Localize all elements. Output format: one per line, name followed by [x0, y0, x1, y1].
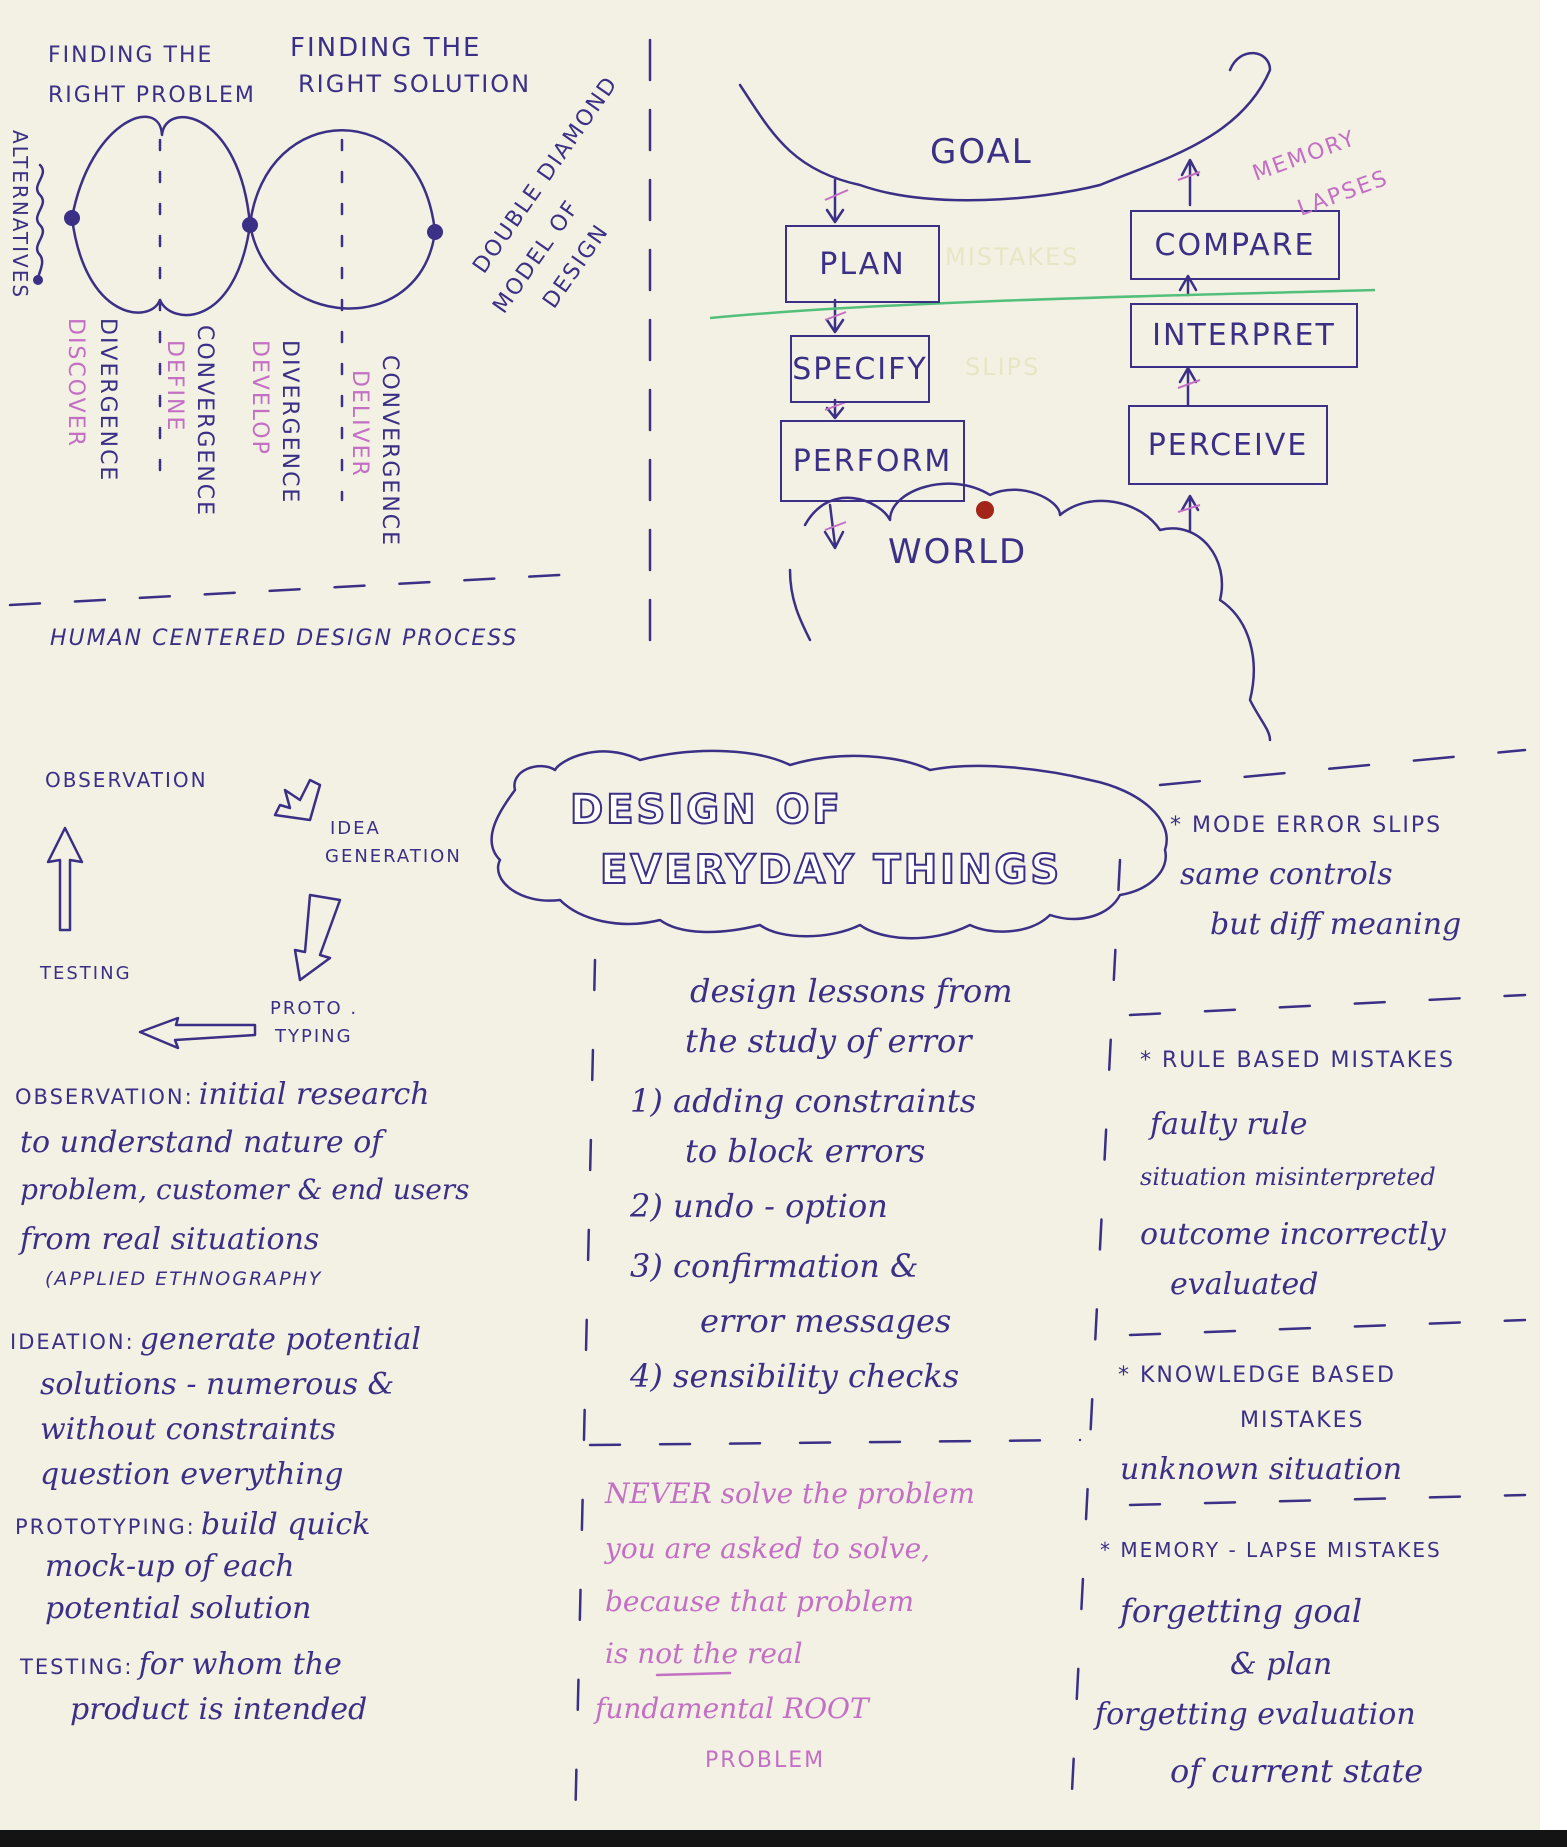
error-rule-item3-cont: evaluated	[1170, 1267, 1319, 1302]
phase-1-label: DIVERGENCE	[95, 318, 120, 483]
alternatives-squiggle	[35, 163, 45, 280]
lesson-2: 2) undo - option	[630, 1187, 888, 1225]
step-perform: PERFORM	[780, 420, 965, 502]
hcd-idea-line1: IDEA	[330, 818, 381, 839]
problem-heading-line2: RIGHT PROBLEM	[48, 83, 256, 108]
step-interpret: INTERPRET	[1130, 303, 1358, 368]
diamond-solution-outline	[248, 129, 437, 310]
error-mode-item2: but diff meaning	[1210, 907, 1462, 942]
note-prototyping-line1: build quick	[200, 1507, 371, 1542]
note-observation-line5: (APPLIED ETHNOGRAPHY	[45, 1268, 323, 1290]
error-mode-title: * MODE ERROR SLIPS	[1170, 813, 1443, 838]
note-observation-line4: from real situations	[20, 1222, 320, 1257]
sketch-lines	[8, 38, 1527, 1830]
world-label: WORLD	[888, 532, 1028, 572]
alternatives-label: ALTERNATIVES	[8, 130, 32, 300]
arrow-idea-to-prototyping	[293, 893, 342, 982]
mistakes-faint-label: MISTAKES	[945, 243, 1080, 271]
main-title-line1: DESIGN OF	[569, 787, 843, 833]
never-note-line6: PROBLEM	[705, 1748, 826, 1773]
problem-heading-line1: FINDING THE	[48, 43, 214, 68]
title-cloud	[490, 749, 1168, 940]
note-observation-line1: initial research	[198, 1077, 430, 1112]
goal-cloud	[738, 51, 1272, 202]
note-testing-line2: product is intended	[70, 1692, 368, 1727]
solution-heading-line2: RIGHT SOLUTION	[298, 70, 532, 98]
lesson-3-cont: error messages	[700, 1302, 952, 1340]
never-note-line3: because that problem	[605, 1585, 915, 1618]
arrow-testing-to-observation	[46, 826, 84, 932]
arrow-observation-to-idea	[273, 778, 322, 822]
hcd-title: HUMAN CENTERED DESIGN PROCESS	[50, 626, 519, 651]
lesson-4: 4) sensibility checks	[630, 1357, 960, 1395]
goal-label: GOAL	[930, 132, 1033, 172]
error-rule-item1: faulty rule	[1150, 1107, 1308, 1142]
never-note-line1: NEVER solve the problem	[605, 1477, 975, 1510]
phase-4-label: CONVERGENCE	[377, 355, 402, 548]
phase-3-sub: DEVELOP	[247, 340, 272, 456]
error-knowledge-title2: MISTAKES	[1240, 1408, 1365, 1433]
hcd-testing: TESTING	[40, 963, 132, 984]
never-note-line5: fundamental ROOT	[595, 1692, 869, 1725]
error-memory-title: * MEMORY - LAPSE MISTAKES	[1100, 1538, 1442, 1562]
error-knowledge-item1: unknown situation	[1120, 1452, 1403, 1487]
lesson-3: 3) confirmation &	[630, 1247, 919, 1285]
note-testing-label: TESTING:	[20, 1655, 134, 1679]
step-perceive: PERCEIVE	[1128, 405, 1328, 485]
note-ideation-line2: solutions - numerous &	[40, 1367, 395, 1402]
hcd-proto-line1: PROTO .	[270, 998, 359, 1019]
slips-faint-label: SLIPS	[965, 353, 1041, 381]
red-dot	[976, 501, 994, 519]
never-note-line2: you are asked to solve,	[605, 1532, 931, 1565]
scan-bottom-border	[0, 1830, 1567, 1847]
step-plan: PLAN	[785, 225, 940, 303]
note-ideation-line1: generate potential	[139, 1322, 421, 1357]
note-observation-line2: to understand nature of	[20, 1125, 383, 1160]
error-memory-item1: forgetting goal	[1120, 1592, 1363, 1630]
arrow-prototyping-to-testing	[138, 1016, 257, 1050]
note-ideation-line4: question everything	[40, 1457, 344, 1492]
error-memory-item2-cont: of current state	[1170, 1752, 1424, 1790]
note-observation-label: OBSERVATION:	[15, 1085, 194, 1109]
error-mode-item1: same controls	[1180, 857, 1393, 892]
step-specify: SPECIFY	[790, 335, 930, 403]
main-title-line2: EVERYDAY THINGS	[599, 847, 1063, 893]
error-memory-item1-cont: & plan	[1230, 1647, 1333, 1682]
hcd-observation: OBSERVATION	[45, 768, 208, 792]
note-ideation-label: IDEATION:	[10, 1330, 135, 1354]
lesson-1-cont: to block errors	[685, 1132, 926, 1170]
error-rule-item2: situation misinterpreted	[1140, 1163, 1436, 1191]
lessons-title-line1: design lessons from	[690, 972, 1013, 1010]
never-note-line4: is not the real	[605, 1637, 803, 1670]
note-prototyping-line3: potential solution	[45, 1591, 312, 1626]
note-observation-line3: problem, customer & end users	[20, 1173, 470, 1206]
step-compare: COMPARE	[1130, 210, 1340, 280]
error-rule-item3: outcome incorrectly	[1140, 1217, 1446, 1252]
world-cloud	[803, 482, 1272, 742]
error-memory-item2: forgetting evaluation	[1095, 1697, 1416, 1732]
hcd-proto-line2: TYPING	[275, 1026, 353, 1047]
phase-3-label: DIVERGENCE	[277, 340, 302, 505]
lessons-title-line2: the study of error	[685, 1022, 972, 1060]
solution-heading-line1: FINDING THE	[290, 33, 482, 63]
phase-2-label: CONVERGENCE	[192, 325, 217, 518]
error-knowledge-title1: * KNOWLEDGE BASED	[1118, 1363, 1396, 1388]
phase-1-sub: DISCOVER	[63, 318, 88, 448]
phase-4-sub: DELIVER	[347, 370, 372, 478]
error-rule-title: * RULE BASED MISTAKES	[1140, 1048, 1455, 1073]
note-prototyping-label: PROTOTYPING:	[15, 1515, 196, 1539]
lesson-1: 1) adding constraints	[630, 1082, 977, 1120]
notebook-page: FINDING THE RIGHT PROBLEM FINDING THE RI…	[0, 0, 1540, 1830]
hcd-idea-line2: GENERATION	[325, 846, 462, 867]
note-prototyping-line2: mock-up of each	[45, 1549, 295, 1584]
phase-2-sub: DEFINE	[162, 340, 187, 433]
note-ideation-line3: without constraints	[40, 1412, 336, 1447]
note-testing-line1: for whom the	[138, 1647, 342, 1682]
scan-edge	[1540, 0, 1567, 1847]
